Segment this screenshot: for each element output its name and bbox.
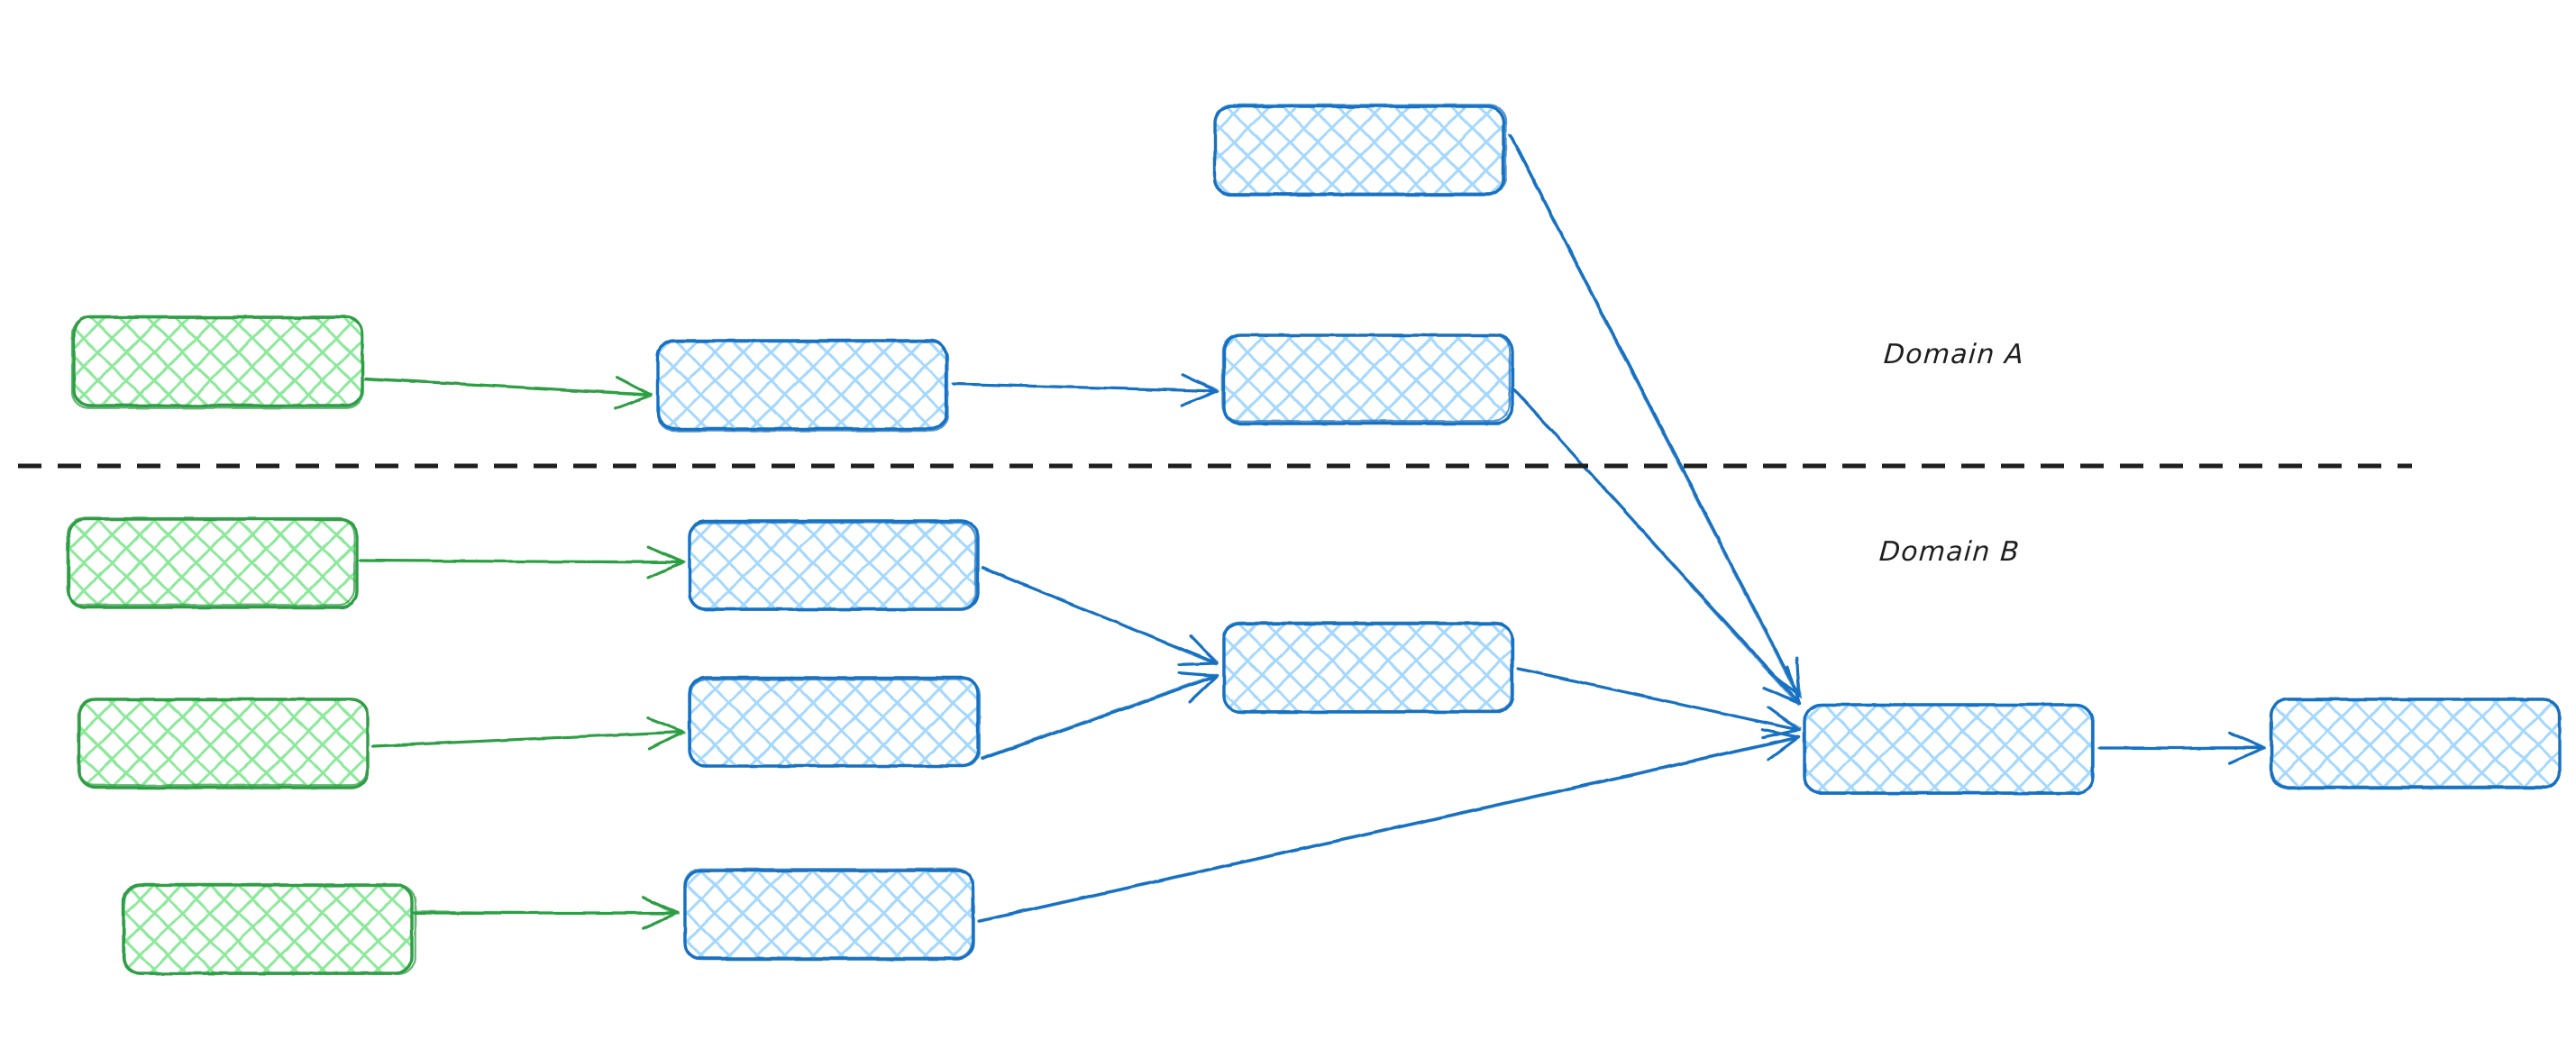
- edge-b-proc-1-to-b-merge: [981, 565, 1219, 666]
- node-a-src-1[interactable]: [70, 315, 364, 409]
- node-b-merge[interactable]: [1222, 621, 1514, 714]
- node-b-src-1[interactable]: [66, 516, 359, 609]
- node-layer: [66, 104, 2562, 975]
- edge-a-top-1-to-b-sink: [1508, 132, 1802, 698]
- edge-b-proc-2-to-b-merge: [980, 671, 1219, 761]
- edge-b-sink-to-b-out: [2097, 731, 2266, 765]
- node-a-proc-1[interactable]: [656, 339, 949, 433]
- node-b-proc-1[interactable]: [688, 519, 980, 611]
- domain-b-label: Domain B: [1877, 536, 2022, 568]
- domain-a-label: Domain A: [1882, 339, 2026, 370]
- edge-layer: [358, 132, 2266, 930]
- node-a-proc-2[interactable]: [1221, 333, 1514, 425]
- node-b-proc-3[interactable]: [683, 868, 975, 961]
- node-b-out[interactable]: [2270, 698, 2562, 789]
- edge-b-merge-to-b-sink: [1516, 667, 1802, 740]
- node-b-src-3[interactable]: [122, 883, 416, 975]
- node-b-sink[interactable]: [1803, 703, 2095, 795]
- edge-b-src-2-to-b-proc-2: [371, 716, 686, 751]
- node-a-top-1[interactable]: [1213, 104, 1507, 196]
- edge-a-proc-1-to-a-proc-2: [951, 373, 1219, 407]
- edge-b-src-3-to-b-proc-3: [413, 896, 680, 930]
- edge-a-proc-2-to-b-sink: [1512, 388, 1801, 706]
- node-b-src-2[interactable]: [77, 698, 370, 789]
- edge-a-src-1-to-a-proc-1: [363, 376, 653, 410]
- edge-b-src-1-to-b-proc-1: [358, 545, 686, 579]
- edge-b-proc-3-to-b-sink: [977, 728, 1801, 923]
- node-b-proc-2[interactable]: [688, 676, 982, 768]
